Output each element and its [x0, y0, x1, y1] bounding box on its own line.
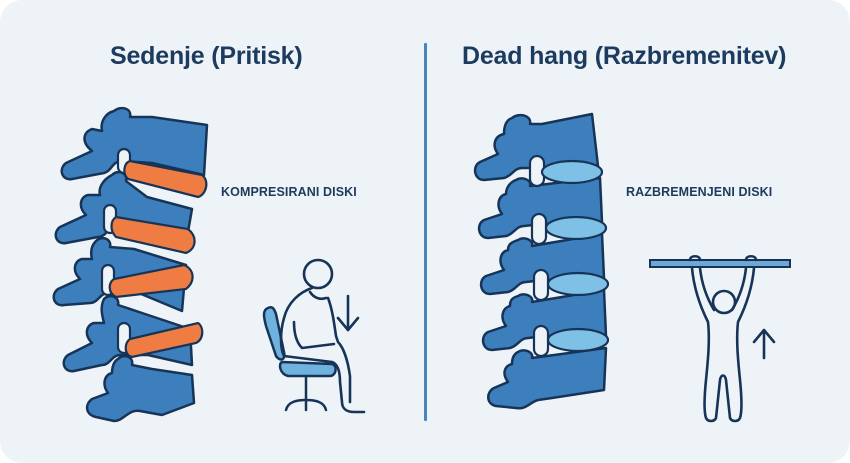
right-panel-title: Dead hang (Razbremenitev) [462, 42, 787, 70]
decompressed-discs-label: RAZBREMENJENI DISKI [626, 185, 773, 199]
decompressed-spine-icon [473, 112, 610, 410]
sitting-person-icon [262, 258, 366, 414]
arrow-up-icon [752, 328, 776, 360]
hanging-person-icon [649, 254, 791, 423]
panel-divider [424, 43, 427, 421]
compressed-spine-icon [52, 106, 209, 423]
pull-up-bar-icon [649, 259, 791, 268]
compressed-discs-label: KOMPRESIRANI DISKI [221, 185, 357, 199]
arrow-down-icon [336, 294, 360, 332]
left-panel-title: Sedenje (Pritisk) [110, 42, 303, 70]
